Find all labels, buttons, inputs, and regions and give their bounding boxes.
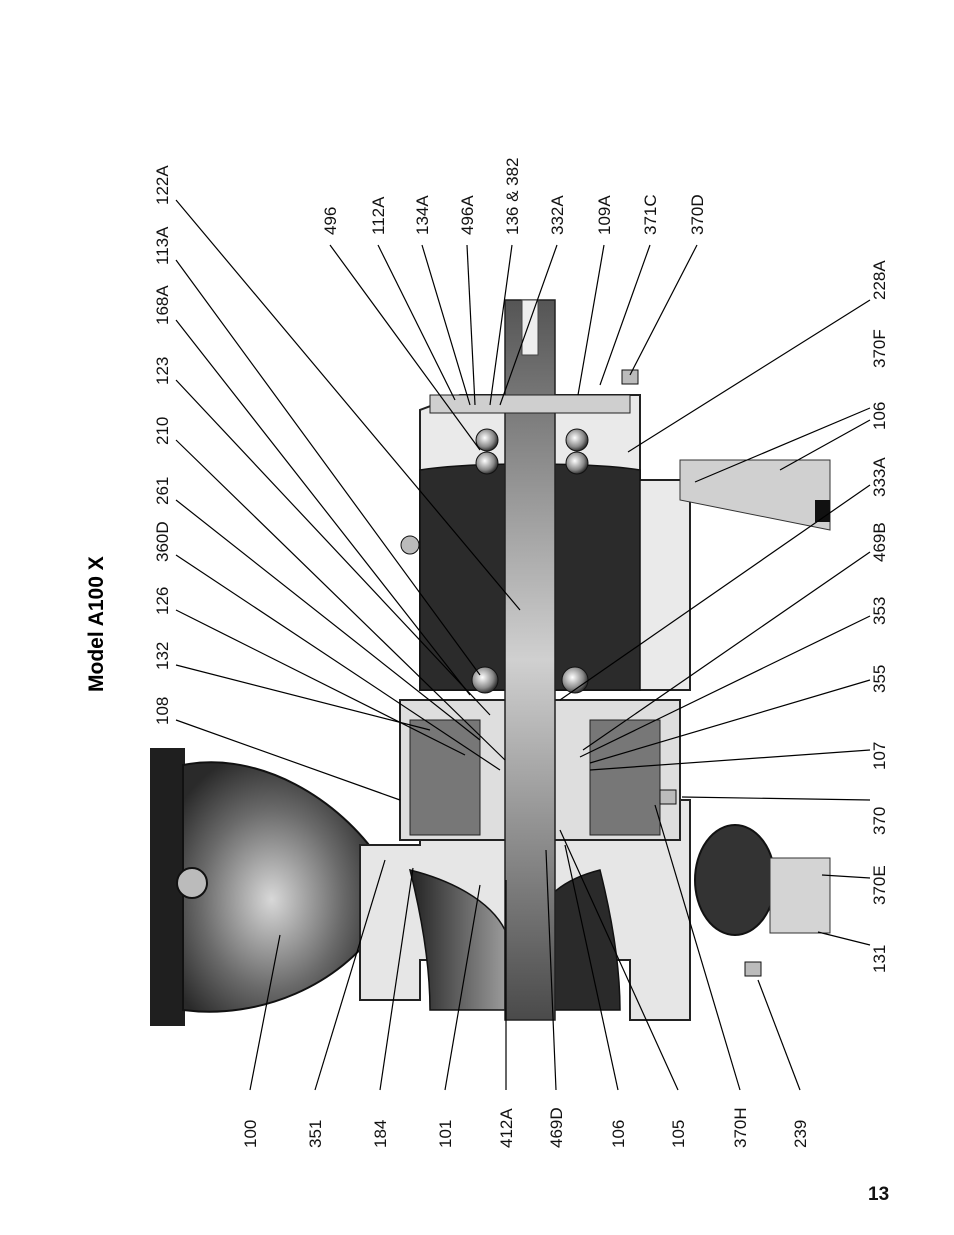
- seal-cavity-left: [409, 719, 481, 836]
- suction-boss: [176, 867, 208, 899]
- label-370E: 370E: [870, 865, 889, 905]
- diagram-title: Model A100 X: [85, 556, 108, 692]
- label-333A: 333A: [870, 457, 889, 497]
- label-261: 261: [153, 477, 172, 505]
- label-469D: 469D: [547, 1107, 566, 1148]
- shaft: [504, 299, 556, 1021]
- label-370H: 370H: [731, 1107, 750, 1148]
- bearing-ball: [565, 428, 589, 452]
- label-469B: 469B: [870, 522, 889, 562]
- label-351: 351: [306, 1120, 325, 1148]
- foot-slot: [815, 500, 830, 522]
- label-355: 355: [870, 665, 889, 693]
- label-412A: 412A: [497, 1108, 516, 1148]
- bolt-head: [400, 535, 420, 555]
- bolt-head: [659, 789, 677, 805]
- bearing-ball: [475, 451, 499, 475]
- discharge-volute: [694, 824, 776, 936]
- label-228A: 228A: [870, 260, 889, 300]
- page-number: 13: [868, 1184, 890, 1205]
- label-109A: 109A: [595, 195, 614, 235]
- label-113A: 113A: [153, 226, 172, 265]
- label-106-bottom: 106: [609, 1120, 628, 1148]
- label-332A: 332A: [548, 195, 567, 235]
- label-105: 105: [669, 1120, 688, 1148]
- label-101: 101: [436, 1120, 455, 1148]
- label-168A: 168A: [153, 285, 172, 325]
- bolt-head: [744, 961, 762, 977]
- label-122A: 122A: [153, 165, 172, 205]
- label-496A: 496A: [458, 195, 477, 235]
- label-370D: 370D: [688, 194, 707, 235]
- label-370F: 370F: [870, 329, 889, 368]
- pump-drawing: [150, 299, 831, 1026]
- bolt-head: [621, 369, 639, 385]
- label-239: 239: [791, 1120, 810, 1148]
- leader-lines: [175, 199, 871, 1091]
- bearing-ball: [565, 451, 589, 475]
- label-496: 496: [321, 207, 340, 235]
- bearing-ball: [471, 666, 499, 694]
- part-labels: 122A 113A 168A 123 210 261 360D 126 132 …: [153, 157, 889, 1148]
- label-210: 210: [153, 417, 172, 445]
- impeller-lower: [408, 868, 506, 1011]
- label-108: 108: [153, 697, 172, 725]
- label-112A: 112A: [369, 196, 388, 235]
- bearing-ball: [475, 428, 499, 452]
- label-353: 353: [870, 597, 889, 625]
- label-107: 107: [870, 742, 889, 770]
- label-360D: 360D: [153, 521, 172, 562]
- label-371C: 371C: [641, 194, 660, 235]
- label-132: 132: [153, 642, 172, 670]
- label-100: 100: [241, 1120, 260, 1148]
- label-126: 126: [153, 587, 172, 615]
- label-136-382: 136 & 382: [503, 157, 522, 235]
- label-370: 370: [870, 807, 889, 835]
- seal-cavity-right: [589, 719, 661, 836]
- label-184: 184: [371, 1120, 390, 1148]
- support-foot: [679, 459, 831, 531]
- bearing-cap: [429, 394, 631, 414]
- label-131: 131: [870, 945, 889, 973]
- label-134A: 134A: [413, 195, 432, 235]
- discharge-flange: [769, 857, 831, 934]
- label-106-right: 106: [870, 402, 889, 430]
- label-123: 123: [153, 357, 172, 385]
- shaft-keyway: [521, 299, 539, 356]
